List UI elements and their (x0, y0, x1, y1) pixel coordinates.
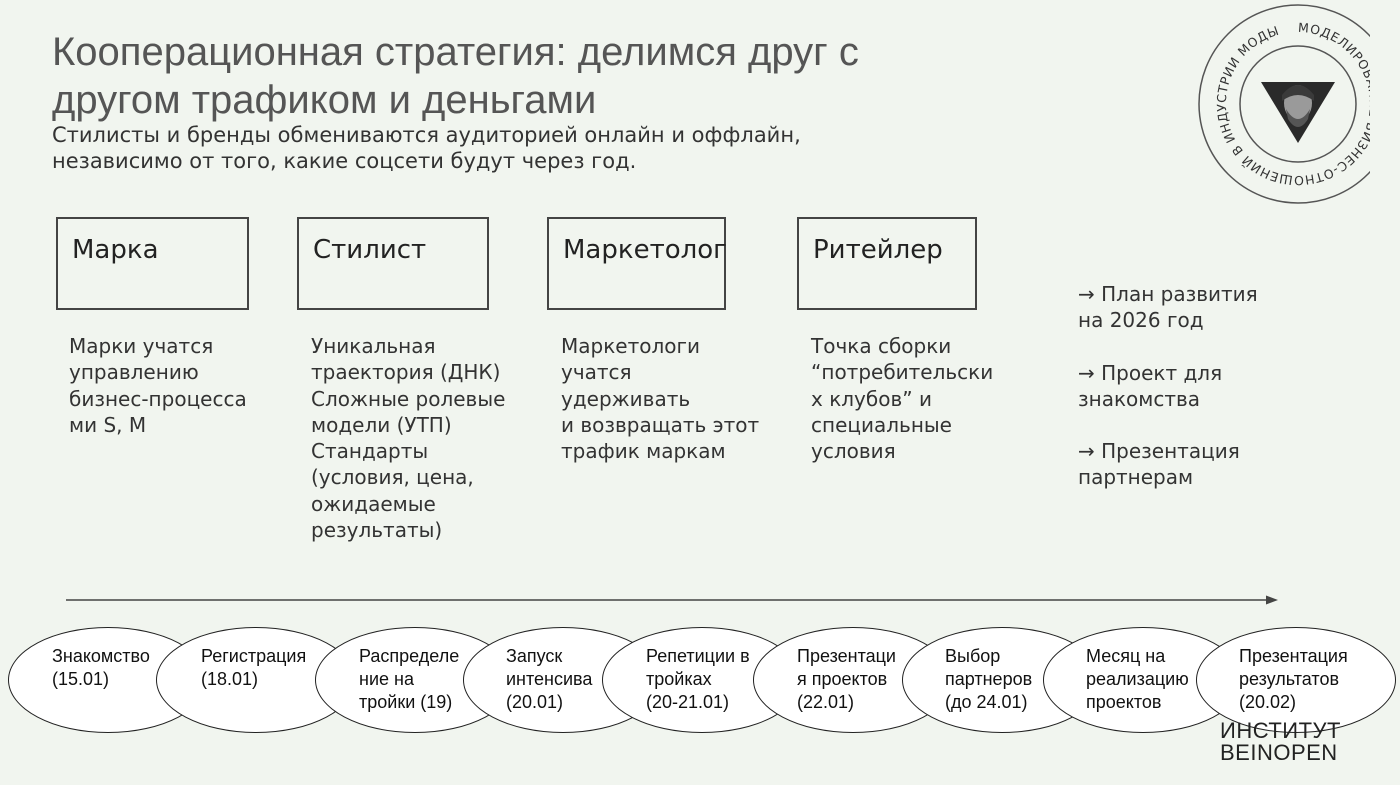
role-desc-marketer: Маркетологи учатся удерживать и возвраща… (561, 334, 760, 464)
role-desc-retailer: Точка сборки “потребительски х клубов” и… (811, 334, 994, 464)
emblem-seal: МОДЕЛИРОВАНИЕ БИЗНЕС-ОТНОШЕНИЙ В ИНДУСТР… (1198, 4, 1370, 204)
role-box-stylist: Стилист (297, 217, 489, 310)
link-partner-presentation[interactable]: → Презентация партнерам (1078, 439, 1240, 490)
timeline-step: Репетиции в тройках (20-21.01) (602, 627, 802, 733)
portrait-triangle-icon (1261, 82, 1335, 143)
brand-line-2: BEINOPEN (1220, 740, 1338, 765)
page-title: Кооперационная стратегия: делимся друг с… (52, 30, 859, 122)
links-list: → План развития на 2026 год → Проект для… (1078, 281, 1278, 517)
link-development-plan[interactable]: → План развития на 2026 год (1078, 282, 1258, 333)
role-desc-brand: Марки учатся управлению бизнес-процесса … (69, 334, 247, 437)
role-box-retailer: Ритейлер (797, 217, 977, 310)
page-subtitle: Стилисты и бренды обмениваются аудиторие… (52, 123, 801, 173)
role-box-brand: Марка (56, 217, 249, 310)
brand-line-1: ИНСТИТУТ (1220, 718, 1341, 743)
role-desc-stylist: Уникальная траектория (ДНК) Сложные роле… (311, 334, 506, 543)
role-box-marketer: Маркетолог (547, 217, 727, 310)
timeline-step: Презентация результатов (20.02) (1196, 627, 1396, 733)
brand-logo: ИНСТИТУТ BEINOPEN (1220, 720, 1341, 764)
link-acquaintance-project[interactable]: → Проект для знакомства (1078, 360, 1223, 411)
